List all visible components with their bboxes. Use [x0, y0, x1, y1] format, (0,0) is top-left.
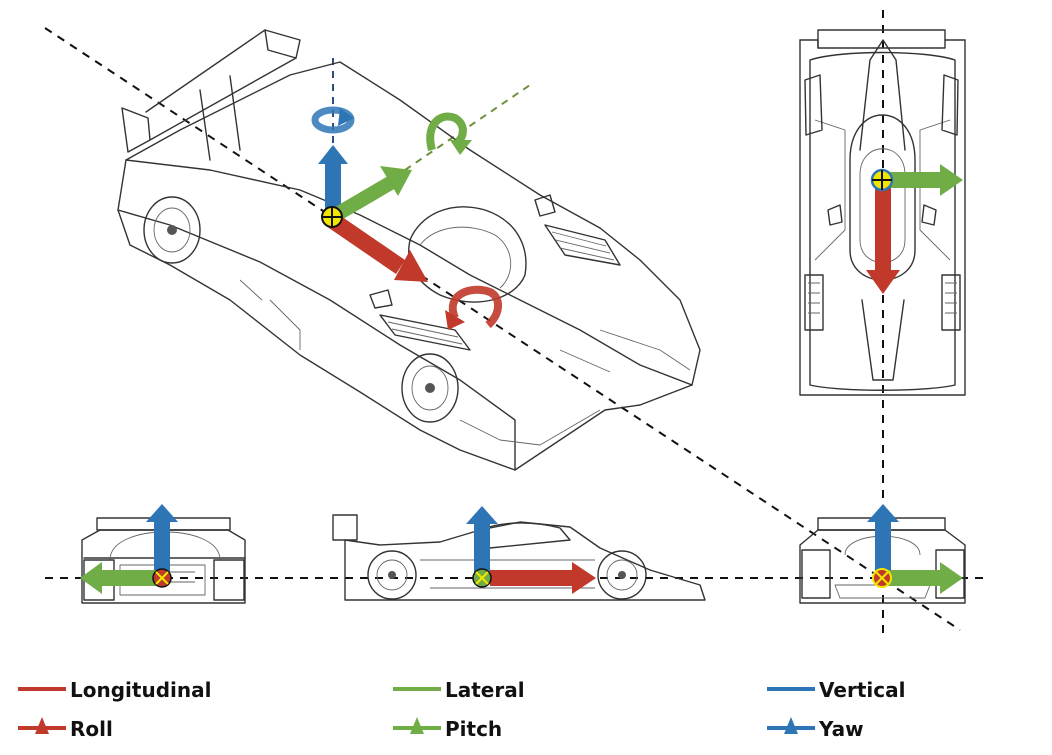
front-view-vertical-arrow — [867, 504, 899, 578]
top-view-center-of-gravity-icon — [870, 168, 894, 192]
legend-yaw-marker-icon — [784, 717, 798, 734]
isometric-lateral-axis-line — [404, 84, 531, 171]
isometric-vertical-arrow — [318, 145, 348, 212]
front-view-center-icon — [872, 568, 892, 588]
side-view-center-icon — [472, 568, 492, 588]
legend-lateral-label: Lateral — [445, 678, 525, 702]
top-view-car — [799, 10, 966, 640]
legend-roll-label: Roll — [70, 717, 113, 741]
legend-roll: Roll — [18, 717, 113, 741]
top-view-car-outline — [799, 29, 966, 396]
rear-view-center-icon — [152, 568, 172, 588]
top-view-lateral-arrow — [883, 164, 963, 196]
legend-pitch-marker-icon — [410, 717, 424, 734]
roll-rotation-icon — [445, 285, 502, 330]
legend-yaw: Yaw — [767, 717, 864, 741]
legend-yaw-label: Yaw — [818, 717, 864, 741]
side-view-longitudinal-arrow — [490, 562, 596, 594]
side-view-vertical-arrow — [466, 506, 498, 578]
legend-lateral: Lateral — [393, 678, 525, 702]
isometric-car-outline — [117, 29, 701, 471]
isometric-center-of-gravity-icon — [321, 206, 343, 228]
legend-longitudinal-label: Longitudinal — [70, 678, 211, 702]
isometric-lateral-arrow — [330, 166, 412, 222]
isometric-car-view — [44, 27, 961, 631]
pitch-rotation-icon — [426, 112, 472, 155]
front-view-car — [799, 504, 966, 604]
yaw-rotation-icon — [311, 106, 355, 134]
legend-pitch: Pitch — [393, 717, 502, 741]
side-view-car-outline — [332, 514, 706, 601]
rear-view-car — [80, 504, 246, 604]
legend-longitudinal: Longitudinal — [18, 678, 211, 702]
front-view-lateral-arrow — [883, 562, 963, 594]
legend-vertical: Vertical — [767, 678, 905, 702]
legend-pitch-label: Pitch — [445, 717, 502, 741]
side-view-car — [332, 506, 706, 601]
rear-view-lateral-arrow — [80, 562, 162, 594]
top-view-longitudinal-arrow — [866, 182, 900, 294]
rear-view-vertical-arrow — [146, 504, 178, 578]
legend: Longitudinal Lateral Vertical Roll Pitch… — [18, 678, 905, 741]
isometric-longitudinal-axis-line — [44, 27, 961, 631]
legend-vertical-label: Vertical — [819, 678, 905, 702]
isometric-longitudinal-arrow — [326, 212, 428, 282]
legend-roll-marker-icon — [35, 717, 49, 734]
